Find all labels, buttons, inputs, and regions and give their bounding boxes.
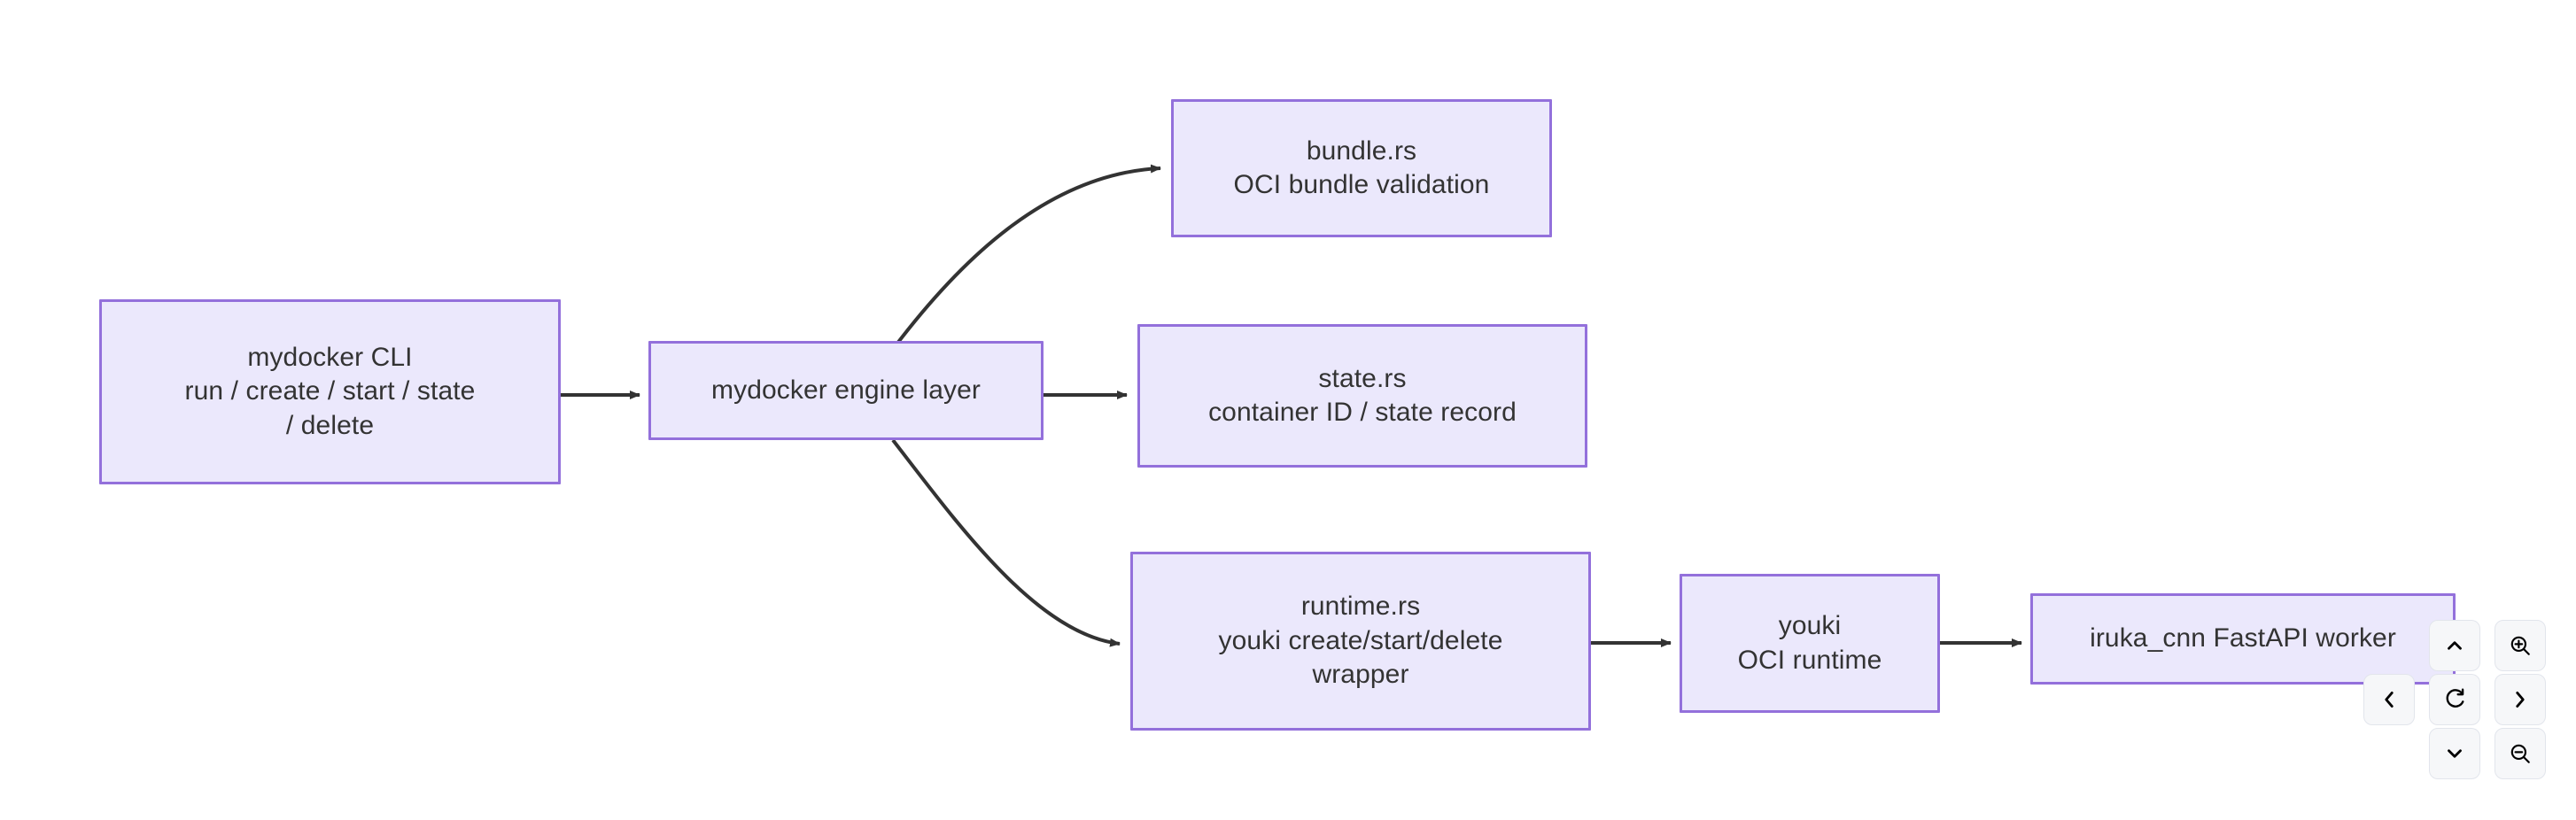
node-mydocker-cli-line-1: mydocker CLI (247, 342, 413, 372)
node-mydocker-cli[interactable]: mydocker CLI run / create / start / stat… (99, 299, 561, 484)
pan-up-button[interactable] (2429, 620, 2480, 671)
reset-view-button[interactable] (2429, 674, 2480, 725)
node-mydocker-cli-line-3: / delete (285, 410, 375, 440)
node-state-rs-line-2: container ID / state record (1208, 398, 1517, 427)
chevron-down-icon (2443, 742, 2466, 765)
chevron-left-icon (2378, 688, 2401, 711)
zoom-out-button[interactable] (2495, 728, 2546, 779)
node-runtime-rs-line-1: runtime.rs (1300, 592, 1421, 622)
pan-down-button[interactable] (2429, 728, 2480, 779)
node-iruka-cnn-fastapi-worker-line-1: iruka_cnn FastAPI worker (2090, 623, 2396, 654)
node-youki-line-2: OCI runtime (1737, 645, 1882, 675)
chevron-up-icon (2443, 634, 2466, 657)
node-mydocker-engine-layer-line-1: mydocker engine layer (711, 375, 981, 405)
node-bundle-rs-line-2: OCI bundle validation (1233, 170, 1490, 199)
node-iruka-cnn-fastapi-worker[interactable]: iruka_cnn FastAPI worker (2030, 593, 2456, 685)
node-state-rs-line-1: state.rs (1318, 363, 1407, 393)
node-mydocker-cli-line-2: run / create / start / state (184, 376, 476, 406)
node-youki[interactable]: youki OCI runtime (1680, 574, 1940, 713)
refresh-icon (2443, 688, 2466, 711)
edge-engine-to-runtime (891, 438, 1121, 647)
edge-engine-to-bundle (895, 164, 1161, 346)
chevron-right-icon (2509, 688, 2532, 711)
diagram-controls (2363, 620, 2562, 779)
node-runtime-rs-line-3: wrapper (1312, 660, 1409, 690)
node-state-rs[interactable]: state.rs container ID / state record (1137, 324, 1587, 468)
node-bundle-rs-line-1: bundle.rs (1306, 135, 1417, 166)
node-runtime-rs-line-2: youki create/start/delete (1218, 625, 1503, 655)
magnifier-minus-icon (2509, 742, 2532, 765)
node-mydocker-engine-layer[interactable]: mydocker engine layer (648, 341, 1044, 440)
pan-right-button[interactable] (2495, 674, 2546, 725)
node-bundle-rs[interactable]: bundle.rs OCI bundle validation (1171, 99, 1552, 237)
node-runtime-rs[interactable]: runtime.rs youki create/start/delete wra… (1130, 552, 1591, 731)
pan-left-button[interactable] (2363, 674, 2415, 725)
zoom-in-button[interactable] (2495, 620, 2546, 671)
node-youki-line-1: youki (1778, 611, 1842, 641)
magnifier-plus-icon (2509, 634, 2532, 657)
